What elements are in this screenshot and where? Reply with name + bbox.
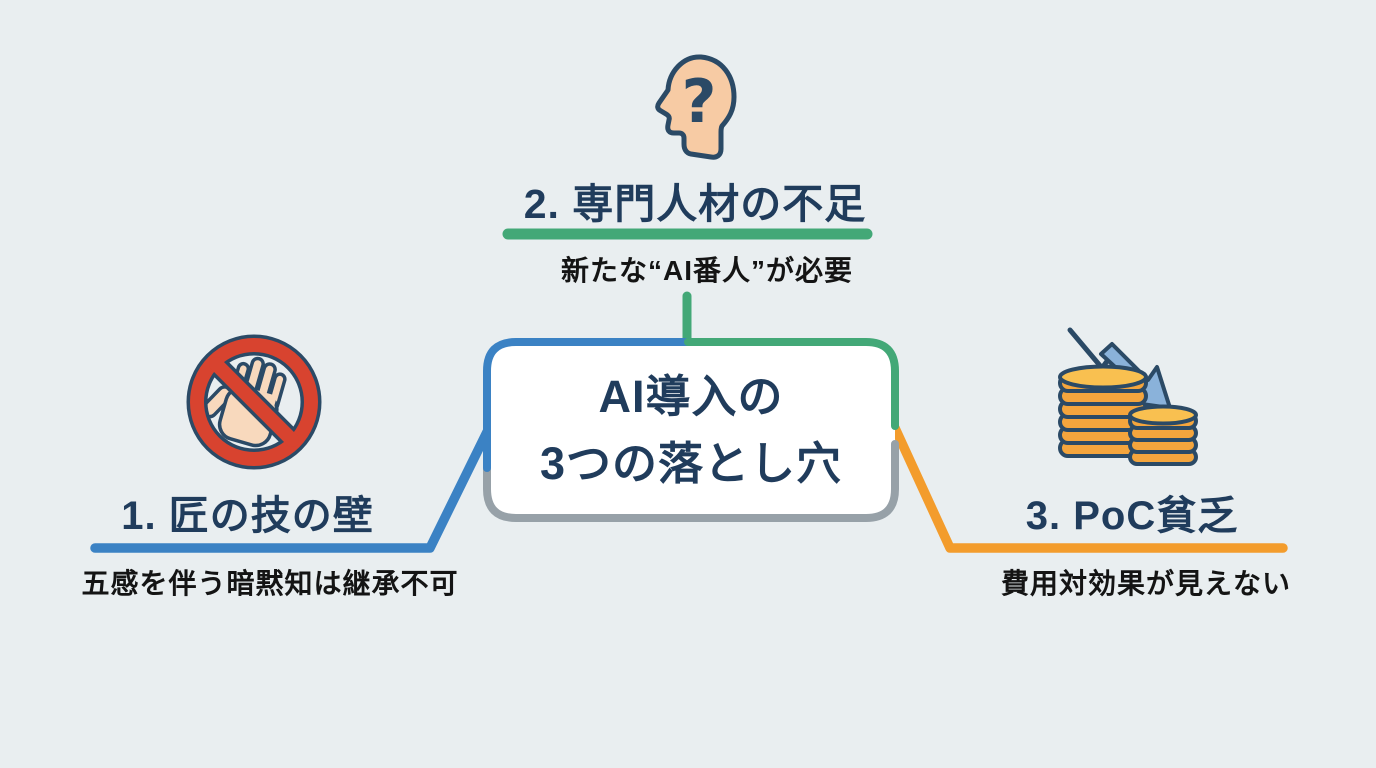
item2-subtitle: 新たな“AI番人”が必要	[560, 255, 853, 286]
center-title-line1: AI導入の	[598, 370, 784, 422]
center-title-line2: 3つの落とし穴	[539, 438, 843, 489]
center-box-border-green	[684, 338, 899, 430]
center-box-title: AI導入の 3つの落とし穴	[487, 342, 895, 518]
center-box-fill	[487, 342, 895, 518]
question-mark-glyph: ?	[682, 67, 717, 137]
item3-subtitle: 費用対効果が見えない	[1000, 568, 1291, 599]
coins-decline-icon	[1058, 327, 1198, 466]
item2-title: 2. 専門人材の不足	[523, 181, 867, 227]
coin-stack-right	[1128, 404, 1198, 466]
center-box-border-gray	[483, 440, 899, 522]
center-box-border-blue	[483, 338, 692, 472]
prohibition-hand-icon	[186, 334, 322, 470]
item1-title: 1. 匠の技の壁	[121, 494, 374, 538]
coin-stack-left	[1058, 364, 1148, 458]
item1-subtitle: 五感を伴う暗黙知は継承不可	[81, 568, 459, 599]
orange-connector-line	[890, 423, 1288, 553]
blue-connector-line	[90, 427, 492, 553]
item3-title: 3. PoC貧乏	[1025, 494, 1239, 538]
head-question-icon: ?	[655, 54, 737, 160]
